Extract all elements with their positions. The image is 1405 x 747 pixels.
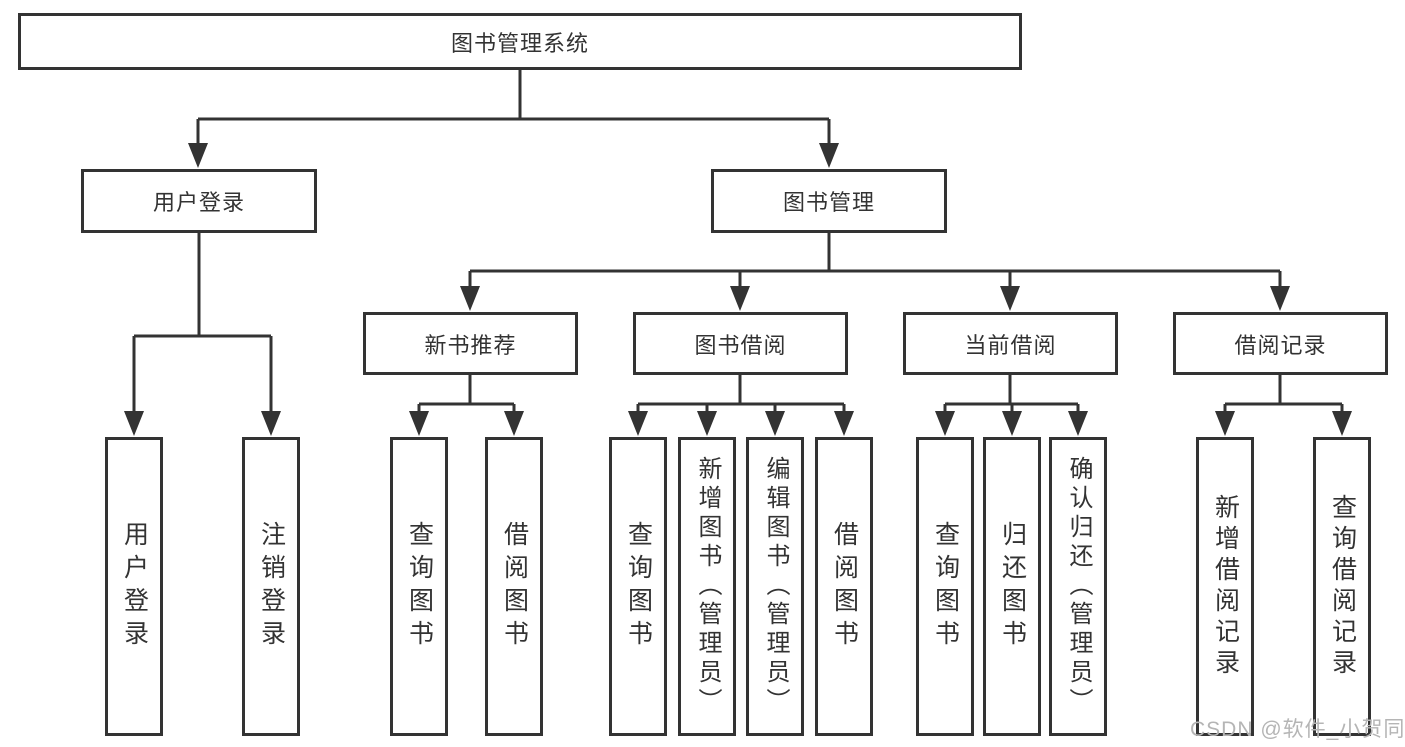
- connector-strokes: [132, 70, 1344, 413]
- leaf-borrow-books-1: 借阅图书: [485, 437, 543, 736]
- node-system-root: 图书管理系统: [18, 13, 1022, 70]
- node-borrow-records: 借阅记录: [1173, 312, 1388, 375]
- leaf-confirm-return-admin: 确认归还（管理员）: [1049, 437, 1107, 736]
- leaf-query-books-3: 查询图书: [916, 437, 974, 736]
- node-new-book-recommend: 新书推荐: [363, 312, 578, 375]
- leaf-user-login: 用户登录: [105, 437, 163, 736]
- node-book-borrow: 图书借阅: [633, 312, 848, 375]
- leaf-add-borrow-record: 新增借阅记录: [1196, 437, 1254, 736]
- node-current-borrow: 当前借阅: [903, 312, 1118, 375]
- csdn-watermark: CSDN @软件_小贺同学: [1190, 718, 1405, 741]
- node-book-management-module: 图书管理: [711, 169, 947, 233]
- leaf-edit-books-admin: 编辑图书（管理员）: [746, 437, 804, 736]
- arrowheads: [124, 143, 1352, 436]
- leaf-query-books-1: 查询图书: [390, 437, 448, 736]
- leaf-borrow-books-2: 借阅图书: [815, 437, 873, 736]
- leaf-query-books-2: 查询图书: [609, 437, 667, 736]
- leaf-return-books: 归还图书: [983, 437, 1041, 736]
- leaf-add-books-admin: 新增图书（管理员）: [678, 437, 736, 736]
- leaf-logout: 注销登录: [242, 437, 300, 736]
- node-user-login-module: 用户登录: [81, 169, 317, 233]
- leaf-query-borrow-record: 查询借阅记录: [1313, 437, 1371, 736]
